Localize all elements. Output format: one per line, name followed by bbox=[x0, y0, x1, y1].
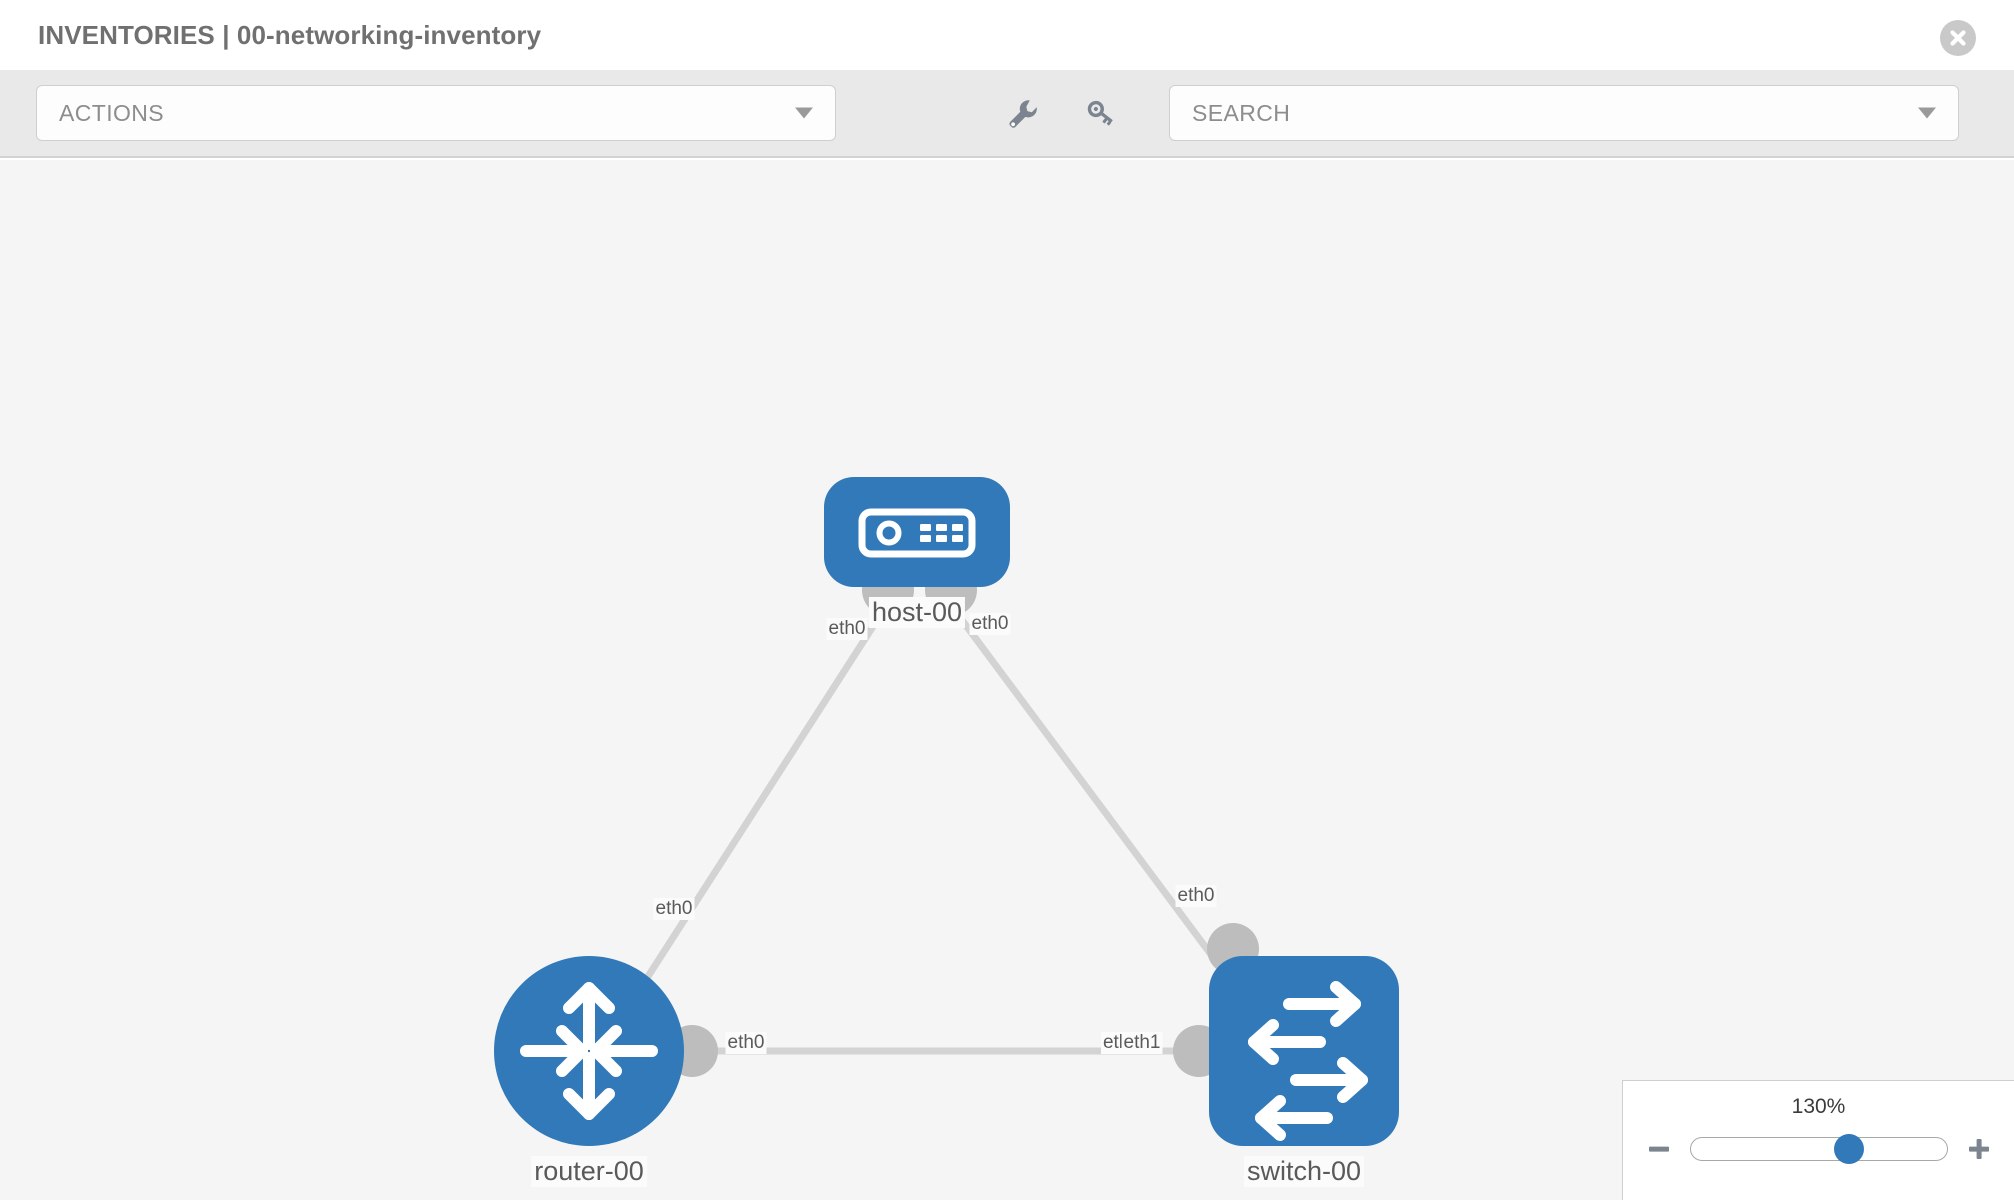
zoom-out-button[interactable] bbox=[1644, 1134, 1674, 1164]
server-icon bbox=[858, 508, 976, 558]
node-router-00 bbox=[494, 956, 684, 1146]
zoom-in-button[interactable] bbox=[1964, 1134, 1994, 1164]
chevron-down-icon bbox=[1918, 107, 1936, 119]
topology-graph bbox=[494, 477, 1399, 1146]
topology-canvas[interactable]: eth0 eth0 eth0 eth0 eth0 etl eth1 host-0… bbox=[0, 160, 2014, 1200]
link-host00-switch00 bbox=[944, 597, 1233, 983]
toolbar: ACTIONS bbox=[0, 70, 2014, 158]
close-icon[interactable] bbox=[1940, 20, 1976, 56]
topology-ports bbox=[666, 564, 1259, 1077]
node-host-00 bbox=[824, 477, 1010, 587]
zoom-slider-thumb[interactable] bbox=[1834, 1134, 1865, 1164]
iface-label: etl bbox=[1100, 1032, 1126, 1054]
topology-links bbox=[617, 597, 1233, 1055]
iface-label: eth0 bbox=[653, 898, 695, 920]
node-label-switch-00: switch-00 bbox=[1243, 1156, 1365, 1187]
zoom-level-value: 130% bbox=[1791, 1095, 1846, 1118]
toolbar-icon-group bbox=[1001, 93, 1121, 133]
node-label-router-00: router-00 bbox=[531, 1156, 647, 1187]
iface-label: eth1 bbox=[1121, 1032, 1163, 1054]
zoom-slider-row bbox=[1623, 1129, 2014, 1169]
switch-arrows-icon bbox=[1248, 981, 1368, 1141]
iface-label: eth0 bbox=[725, 1032, 767, 1054]
page-header: INVENTORIES | 00-networking-inventory bbox=[0, 0, 2014, 70]
page-title: INVENTORIES | 00-networking-inventory bbox=[38, 19, 542, 50]
search-input[interactable]: SEARCH bbox=[1192, 99, 1291, 126]
iface-label: eth0 bbox=[969, 613, 1011, 635]
link-host00-router00 bbox=[617, 598, 893, 1022]
wrench-icon[interactable] bbox=[1001, 93, 1041, 133]
node-switch-00 bbox=[1209, 956, 1399, 1146]
zoom-slider-track[interactable] bbox=[1689, 1134, 1948, 1164]
router-arrows-icon bbox=[520, 982, 658, 1120]
actions-dropdown[interactable]: ACTIONS bbox=[36, 85, 836, 141]
chevron-down-icon bbox=[795, 107, 813, 119]
iface-label: eth0 bbox=[1175, 885, 1217, 907]
search-dropdown[interactable]: SEARCH bbox=[1169, 85, 1959, 141]
key-icon[interactable] bbox=[1081, 93, 1121, 133]
actions-dropdown-label: ACTIONS bbox=[59, 99, 165, 126]
iface-label: eth0 bbox=[826, 618, 868, 640]
node-label-host-00: host-00 bbox=[868, 597, 966, 628]
zoom-control-panel: 130% bbox=[1622, 1080, 2014, 1200]
